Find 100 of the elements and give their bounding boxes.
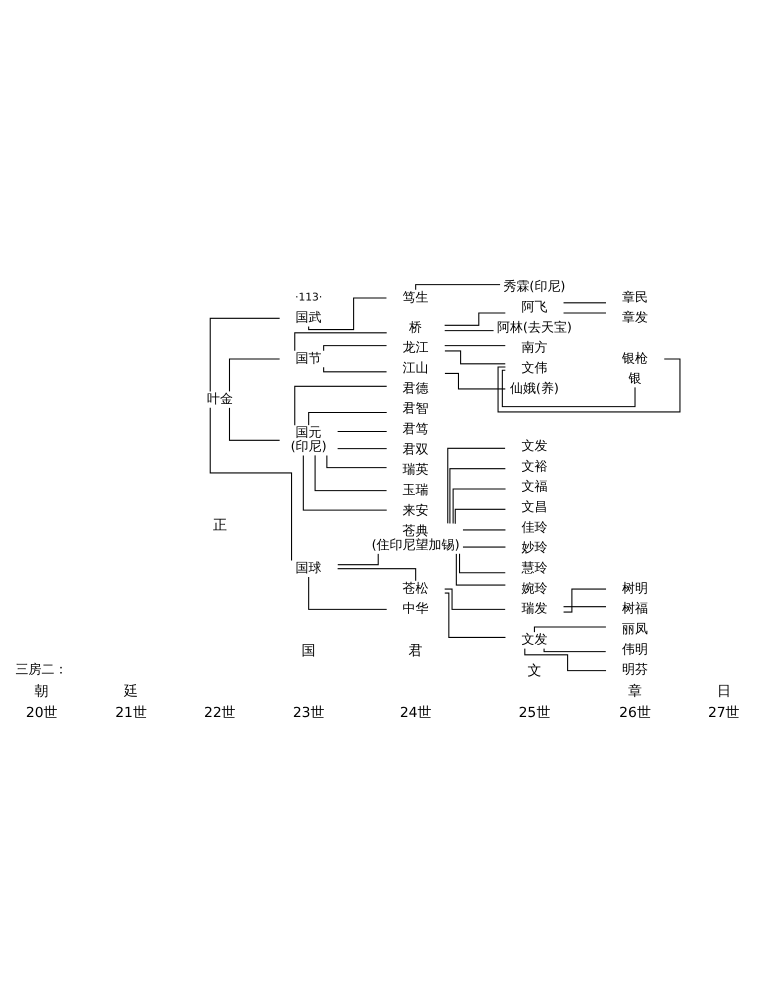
connector [444,592,506,638]
node-text: 苍典 [402,524,429,539]
node-text: 婉玲 [521,580,548,596]
connector [444,344,506,346]
connector [564,606,606,607]
node-text: 银枪 [622,350,648,366]
connector [323,366,387,372]
connector [294,332,387,350]
node-text: 文裕 [521,458,548,474]
connector [454,508,506,524]
connector [544,648,606,652]
label: 朝 [34,684,49,699]
node-text: 文发 [521,438,548,454]
node-text: 国节 [296,350,322,366]
node-text: 文伟 [521,360,548,376]
connector [308,296,386,330]
node-text: 树福 [622,601,648,616]
connector [338,430,387,432]
node-text: 玉瑞 [402,482,429,498]
node-text: 文福 [521,479,548,494]
connector [447,447,506,523]
label: 国 [302,643,316,658]
connector [294,385,387,425]
node-text: 来安 [402,502,429,518]
node-text: 章发 [622,310,648,326]
node-text: 国球 [296,560,322,576]
node-text: 阿飞 [521,299,548,314]
node-text: 君德 [402,380,429,396]
node-text: 笃生 [402,290,429,305]
label: 章 [628,684,642,699]
connector [564,302,606,303]
connector [326,455,387,468]
label: 26世 [619,704,651,720]
node-text: 君智 [402,401,429,416]
label: 三房二： [16,662,68,676]
connector [308,576,387,610]
connector [502,369,636,407]
label: 21世 [115,704,147,720]
label: 正 [212,518,227,534]
connector [564,312,606,314]
node-text: 佳玲 [521,520,548,535]
node-text: 苍松 [402,580,429,596]
connector [444,588,506,610]
connector [462,528,506,530]
node-text: 南方 [521,340,548,356]
connector [314,454,387,491]
connector [228,407,280,440]
label: 23世 [292,704,325,720]
label: 25世 [518,704,550,720]
label: 文 [527,664,542,679]
node-text: 银 [628,371,642,386]
node-text: 叶金 [206,391,233,406]
label: ·113· [295,290,322,304]
connector [323,344,387,350]
connector [338,553,379,565]
node-text: 君双 [402,442,429,457]
node-text: 文昌 [521,500,548,515]
label: 27世 [708,704,740,720]
connector [444,372,506,389]
node-text: 瑞英 [402,462,429,478]
node-text: 妙玲 [521,540,548,556]
connector [524,648,606,671]
connector [302,454,387,510]
connector [338,448,387,449]
connector [462,546,506,548]
node-text: 国武 [296,310,322,326]
connector [444,330,494,331]
label: 22世 [204,704,236,720]
node-text: 章民 [622,290,648,305]
node-text: 中华 [402,601,429,616]
connector [444,312,506,326]
node-text: 桥 [409,320,422,335]
node-text: 江山 [402,360,429,376]
label: 日 [716,684,731,699]
connector [444,350,506,364]
connector [228,358,280,391]
label: 君 [408,643,423,658]
node-text: 慧玲 [521,560,548,576]
connector [456,553,506,586]
node-text: 国元 [296,425,322,440]
node-text: 仙娥(养) [510,380,559,396]
label: 廷 [124,684,138,699]
label: 24世 [400,704,432,720]
label: 20世 [26,704,58,720]
connector [534,626,606,632]
node-text: 明芬 [622,662,648,678]
node-label: (印尼) [290,439,327,454]
connector [449,468,506,524]
connector [452,488,506,524]
node-text: 丽凤 [622,622,648,637]
node-text: 阿林(去天宝) [496,320,572,335]
connector [564,588,606,612]
node-text: 伟明 [622,642,648,657]
connector [498,358,680,412]
node-text: 秀霖(印尼) [503,279,566,294]
connector [210,317,280,392]
node-text: 瑞发 [521,601,548,616]
connector [459,553,506,573]
node-text: 文发 [521,632,548,648]
node-text: 君笃 [402,421,429,436]
